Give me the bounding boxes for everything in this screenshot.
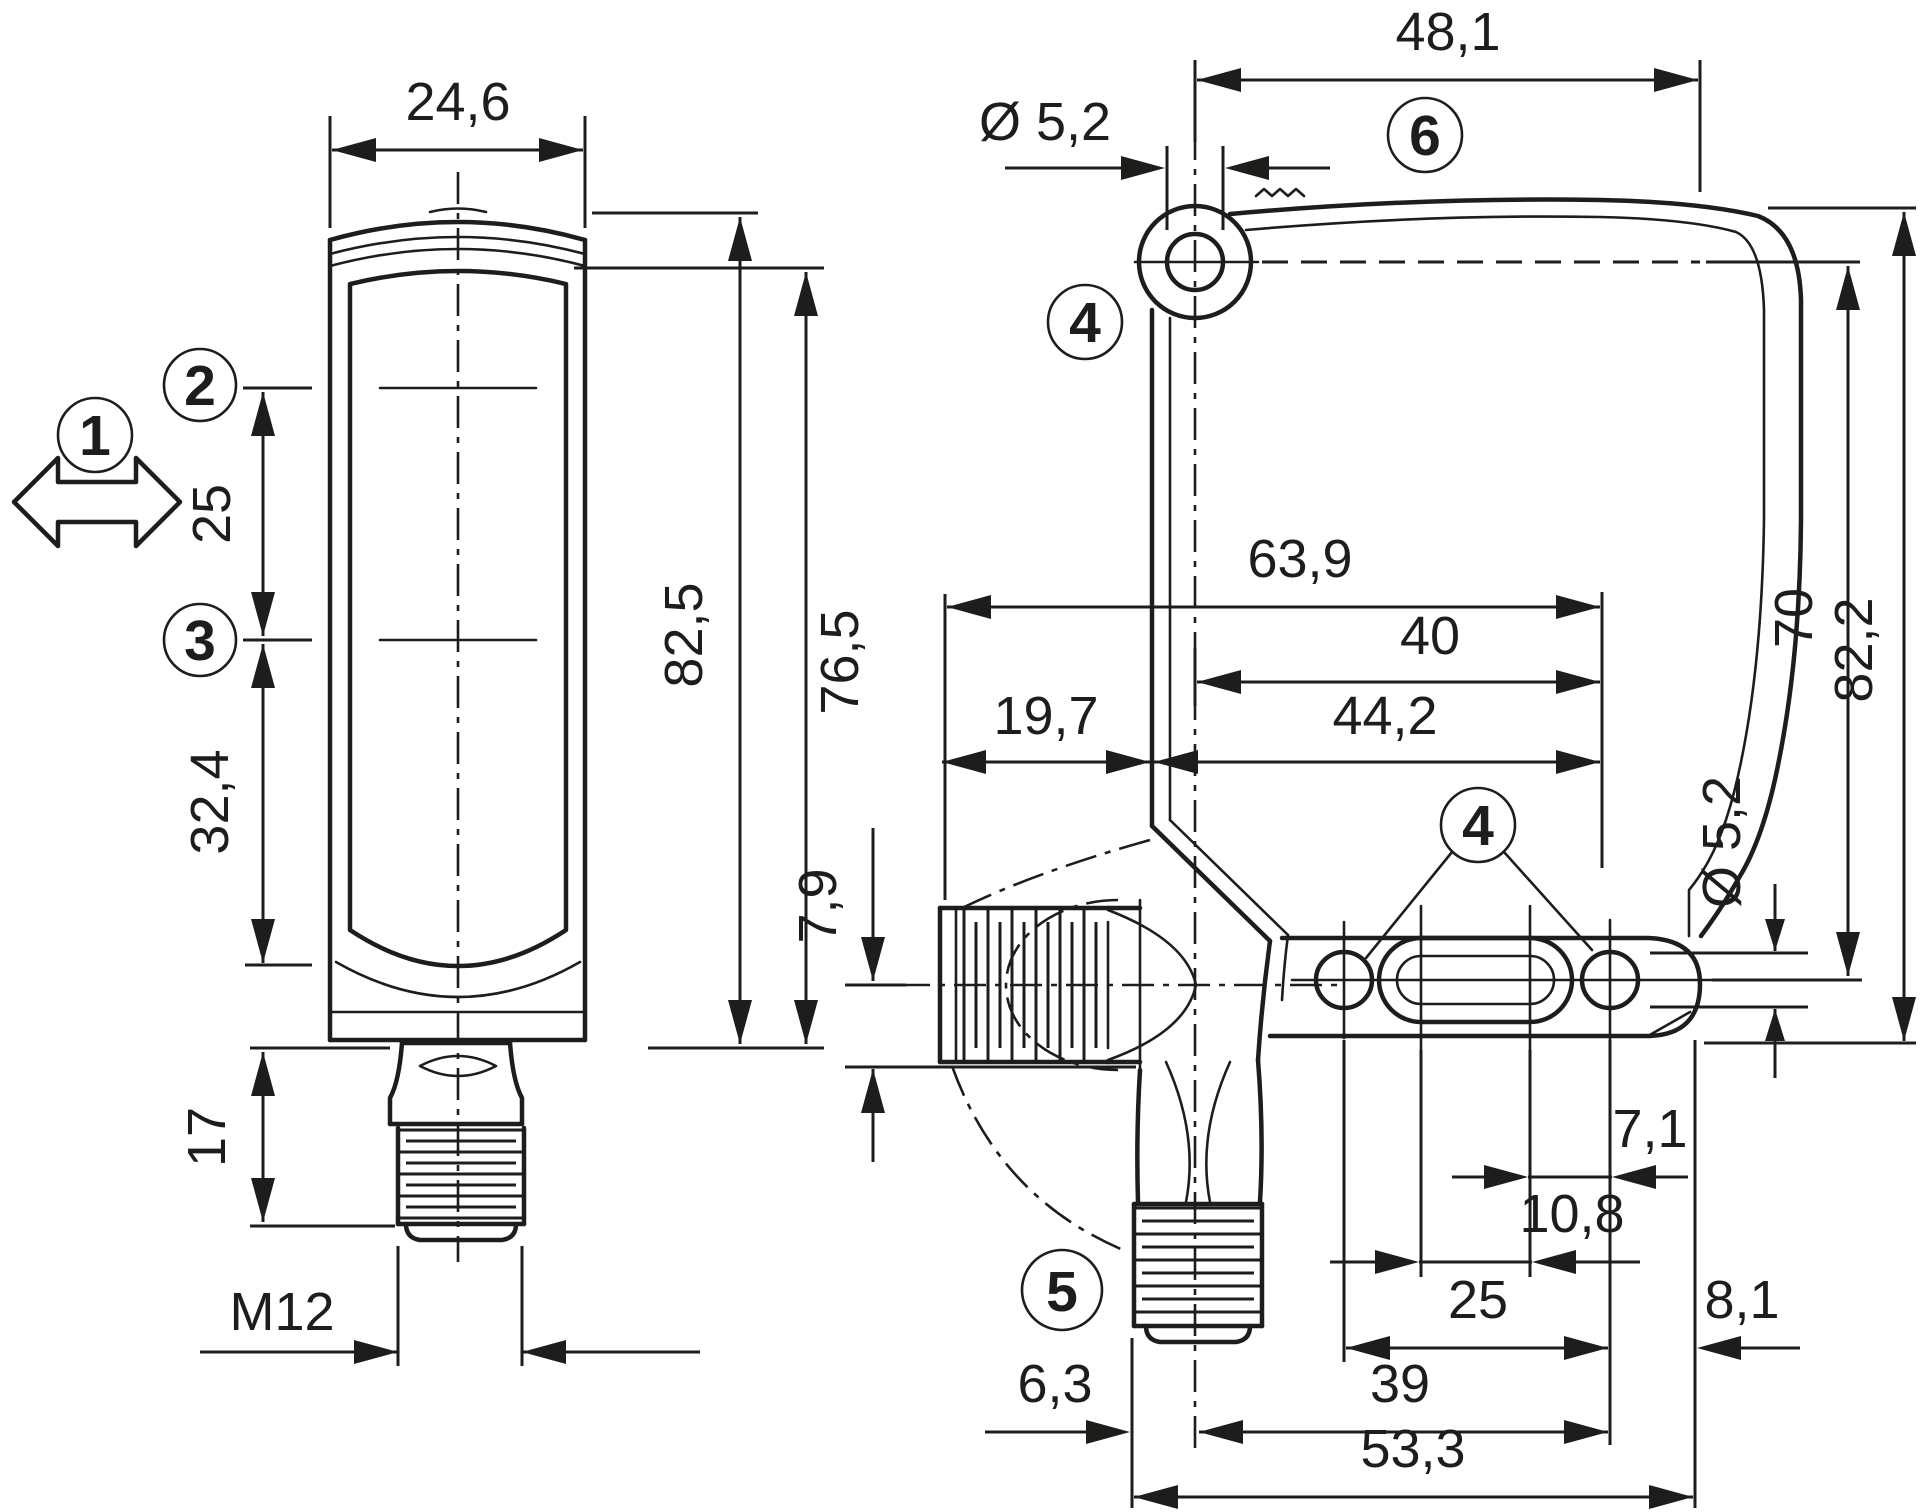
- dim-text-39: 39: [1370, 1354, 1430, 1414]
- dim-total-height-82-2: 82,2: [1704, 206, 1916, 1045]
- front-connector-thread: [395, 1125, 527, 1243]
- dim-bottom-hole-dia-5-2: Ø 5,2: [1650, 776, 1808, 1078]
- top-mounting-hole: [1133, 203, 1260, 321]
- dim-text-m12: M12: [229, 1282, 334, 1342]
- dim-width-24-6: 24,6: [328, 72, 587, 228]
- callout-2-label: 2: [184, 354, 216, 418]
- dim-rear-to-axis-6-3: 6,3: [985, 1338, 1134, 1508]
- dim-top-width-48-1: 48,1: [1193, 2, 1702, 192]
- dim-text-24-6: 24,6: [405, 72, 510, 132]
- dim-hole-spacing-25: 25: [1342, 1040, 1608, 1362]
- callouts: 1 2 3 4 4 5 6: [11, 96, 1594, 1332]
- dim-text-8-1: 8,1: [1704, 1270, 1779, 1330]
- dim-text-bottom-hole-dia: Ø 5,2: [1692, 776, 1752, 908]
- dim-hole-to-edge-8-1: 8,1: [1693, 1040, 1800, 1508]
- callout-6-top: 6: [1386, 96, 1464, 174]
- callout-6-label: 6: [1409, 104, 1441, 168]
- dim-text-63-9: 63,9: [1247, 529, 1352, 589]
- callout-4-bottom-label: 4: [1462, 794, 1494, 858]
- sensor-front-window: [347, 268, 569, 969]
- dim-text-7-1: 7,1: [1612, 1099, 1687, 1159]
- dim-rear-to-front-44-2: 44,2: [1154, 686, 1600, 774]
- dim-axis-offset-7-9: 7,9: [788, 828, 1136, 1162]
- dim-axis-to-hole-39: 39: [1199, 1354, 1608, 1444]
- dim-text-17: 17: [177, 1107, 237, 1167]
- callout-4-top-label: 4: [1069, 291, 1101, 355]
- dim-beam-spacing-25: 25: [182, 386, 312, 642]
- double-arrow-icon: [11, 455, 183, 549]
- dim-thread-m12: M12: [200, 1246, 700, 1366]
- callout-4-bottom: 4: [1364, 786, 1594, 960]
- dim-slot-length-10-8: 10,8: [1330, 1050, 1640, 1277]
- dim-text-10-8: 10,8: [1519, 1184, 1624, 1244]
- dim-text-40: 40: [1400, 606, 1460, 666]
- sensor-front-body: [327, 207, 588, 1043]
- dim-connector-length-17: 17: [177, 1052, 395, 1228]
- dim-text-70: 70: [1764, 588, 1824, 648]
- dim-text-44-2: 44,2: [1332, 686, 1437, 746]
- dim-text-48-1: 48,1: [1395, 2, 1500, 62]
- dim-connector-to-rear-19-7: 19,7: [942, 686, 1150, 774]
- dim-text-82-2: 82,2: [1824, 597, 1884, 702]
- dim-beam-to-bottom-32-4: 32,4: [180, 644, 312, 967]
- callout-3-label: 3: [184, 609, 216, 673]
- right-view: 48,1 Ø 5,2 63,9 40: [788, 2, 1916, 1509]
- dim-text-82-5: 82,5: [654, 582, 714, 687]
- dim-text-6-3: 6,3: [1017, 1354, 1092, 1414]
- front-connector-neck: [387, 1040, 525, 1127]
- callout-3-beam: 3: [162, 602, 238, 678]
- dim-window-height-76-5: 76,5: [574, 266, 870, 1044]
- callout-5-label: 5: [1046, 1260, 1078, 1324]
- dim-text-7-9: 7,9: [788, 868, 848, 943]
- dim-hole-to-slot-70: 70: [1706, 260, 1862, 982]
- callout-4-top: 4: [1046, 283, 1124, 361]
- right-view-axes: [898, 128, 1345, 1448]
- dim-depth-63-9: 63,9: [943, 529, 1604, 900]
- dim-text-top-hole-dia: Ø 5,2: [979, 92, 1111, 152]
- dim-text-76-5: 76,5: [810, 609, 870, 714]
- side-connector-thread: [937, 898, 1143, 1072]
- bottom-connector: [1131, 1057, 1265, 1345]
- dim-hole-axis-to-front-40: 40: [1193, 606, 1600, 706]
- callout-1-direction: 1: [11, 396, 183, 549]
- dim-text-19-7: 19,7: [993, 686, 1098, 746]
- dim-text-32-4: 32,4: [180, 749, 240, 854]
- dim-text-25: 25: [182, 484, 242, 544]
- dim-text-25b: 25: [1448, 1270, 1508, 1330]
- left-view: 24,6 25 32,4 82,5: [177, 72, 870, 1366]
- mounting-flange: [1267, 904, 1734, 1056]
- swivel-joint: [950, 838, 1290, 1254]
- callout-1-label: 1: [79, 404, 111, 468]
- callout-2-beam: 2: [162, 347, 238, 423]
- dim-text-53-3: 53,3: [1360, 1419, 1465, 1479]
- dim-slot-to-hole-7-1: 7,1: [1452, 1040, 1688, 1445]
- dim-overall-length-53-3: 53,3: [1134, 1419, 1693, 1509]
- dim-total-height-82-5: 82,5: [250, 211, 824, 1050]
- callout-5-connector: 5: [1020, 1248, 1104, 1332]
- dim-top-hole-dia-5-2: Ø 5,2: [979, 92, 1330, 230]
- sensor-side-body: [1149, 187, 1804, 944]
